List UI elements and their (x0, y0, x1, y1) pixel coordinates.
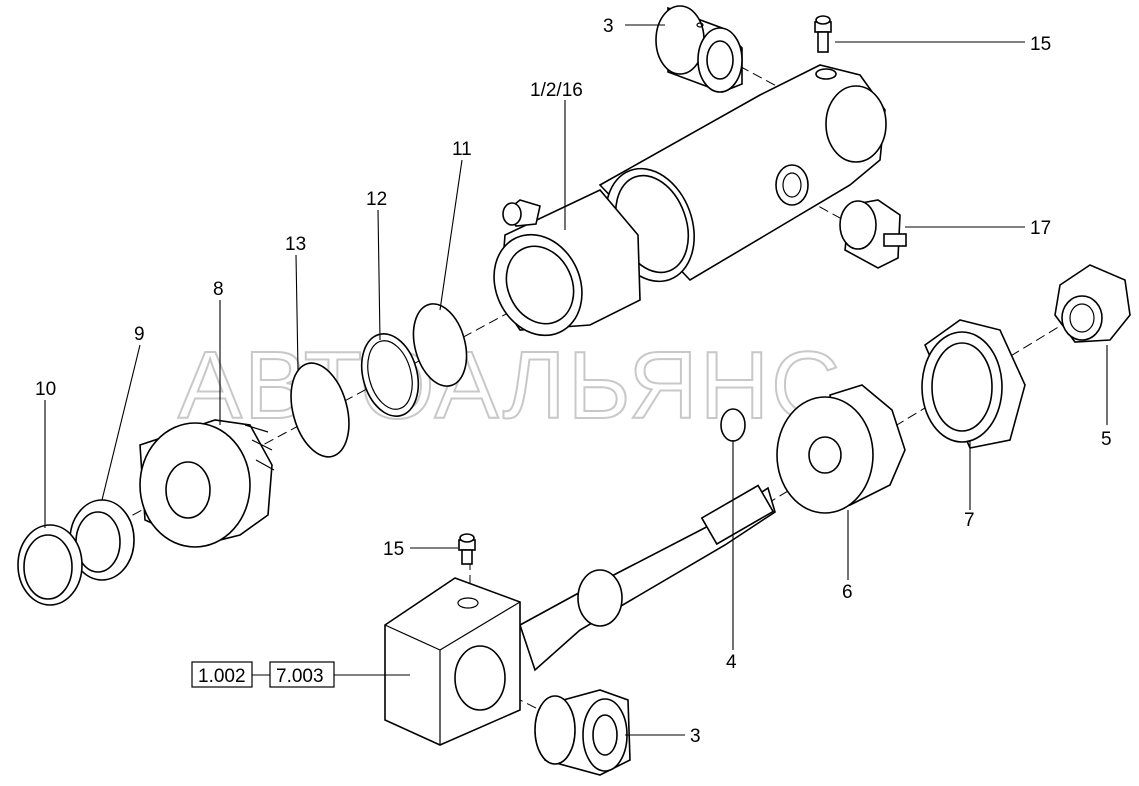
callout-17: 17 (1030, 218, 1051, 239)
callout-3-top: 3 (603, 16, 614, 37)
part-12-oring (360, 333, 420, 417)
part-15-bottom-grease-nipple (458, 533, 476, 565)
part-8-piston (139, 419, 275, 548)
callout-5: 5 (1101, 429, 1112, 450)
part-3-top-bushing (655, 5, 743, 93)
ref-box-right[interactable]: 7.003 (269, 661, 335, 688)
callout-1-2-16: 1/2/16 (530, 80, 583, 101)
callout-3-bottom: 3 (690, 726, 701, 747)
callout-12: 12 (366, 189, 387, 210)
ref-box-left[interactable]: 1.002 (191, 661, 253, 688)
part-13-seal (290, 362, 350, 458)
part-4-rod (384, 408, 776, 746)
part-5-nut (1054, 264, 1131, 343)
callout-7: 7 (964, 510, 975, 531)
callout-4: 4 (726, 652, 737, 673)
callout-13: 13 (285, 234, 306, 255)
callout-8: 8 (213, 279, 224, 300)
part-10-ring (17, 524, 83, 606)
ref-box-left-text: 1.002 (198, 666, 246, 687)
part-11-seal (412, 303, 468, 387)
part-15-top-grease-nipple (814, 15, 832, 53)
callout-15-top: 15 (1030, 34, 1051, 55)
callout-9: 9 (134, 324, 145, 345)
part-3-bottom-bushing (534, 689, 631, 776)
part-7-knurled-ring (921, 319, 1026, 449)
leader-lines (44, 24, 1108, 736)
ref-box-right-text: 7.003 (276, 666, 324, 687)
part-9-knurled-ring (69, 499, 135, 581)
part-1-2-16-cylinder (493, 64, 887, 337)
callout-6: 6 (842, 582, 853, 603)
part-17-plug (839, 199, 907, 269)
callout-11: 11 (452, 139, 472, 160)
callout-15-bottom: 15 (383, 539, 404, 560)
callout-10: 10 (35, 379, 56, 400)
part-6-disc (776, 384, 906, 514)
